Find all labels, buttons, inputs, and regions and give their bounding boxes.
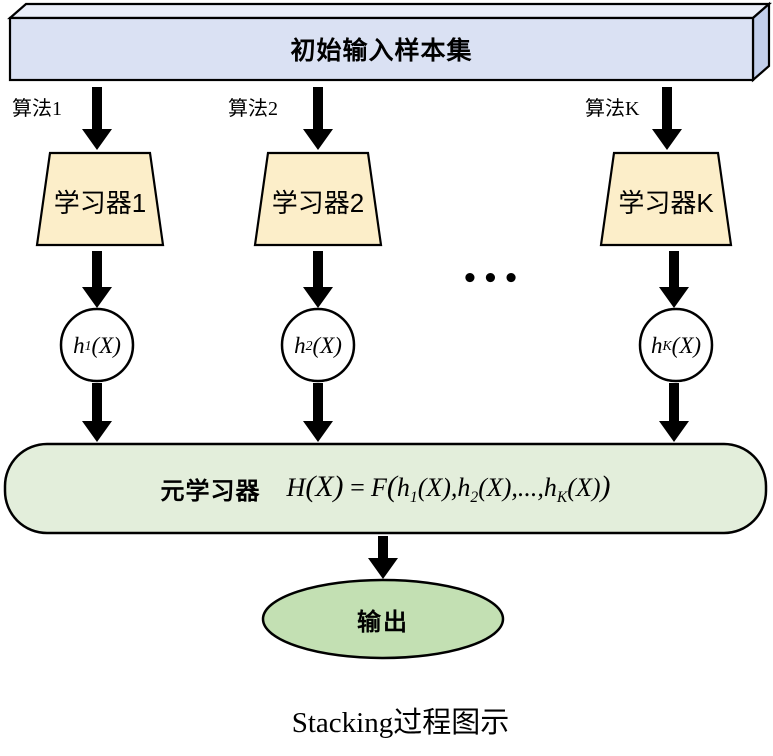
hypothesis-base: h [73,333,85,358]
formula-term-argument: (X), [478,472,518,502]
formula-lhs-argument: (X) [305,469,344,503]
input-box-top-face [7,2,772,20]
formula-term: hK(X) [543,472,601,506]
formula-term-base: h [457,472,471,502]
down-arrow-icon [659,251,689,308]
meta-learner-formula: H(X)=F(h1(X),h2(X),...,hK(X)) [287,470,611,507]
meta-learner-box [3,442,768,535]
down-arrow-icon [303,383,333,442]
input-box-front-face [8,16,755,82]
formula-term-argument: (X) [567,472,601,502]
formula-term-subscript: 2 [470,489,479,507]
ellipsis-dots: ••• [461,264,524,294]
hypothesis-subscript: 1 [84,338,92,353]
meta-learner-content: 元学习器 H(X)=F(h1(X),h2(X),...,hK(X)) [5,444,766,533]
formula-term: h1(X), [396,472,458,506]
formula-lhs: H [286,472,306,502]
learner-label-k: 学习器K [618,187,714,218]
down-arrow-icon [82,251,112,308]
output-ellipse [261,578,505,660]
learner-trapezoid-1 [35,151,165,247]
learner-trapezoid-2 [253,151,383,247]
down-arrow-icon [659,383,689,442]
down-arrow-icon [652,87,682,150]
formula-close-paren: ) [600,469,611,503]
hypothesis-circle-2 [280,307,356,383]
formula-open-paren: ( [386,469,397,503]
input-box-side-face [751,1,771,83]
formula-term-argument: (X), [417,472,458,502]
formula-term-subscript: 1 [409,489,418,507]
formula-term-subscript: K [556,489,568,507]
hypothesis-argument: (X) [671,333,702,358]
down-arrow-icon [303,87,333,150]
formula-function: F [371,472,387,502]
down-arrow-icon [368,536,398,579]
diagram-caption: Stacking过程图示 [291,707,510,739]
algorithm-label-2: 算法2 [228,98,278,120]
formula-term: h2(X), [457,472,518,506]
hypothesis-base: h [294,333,306,358]
algorithm-label-1: 算法1 [12,98,62,120]
formula-dots: ..., [517,472,544,502]
hypothesis-base: h [650,333,663,358]
learner-label-1: 学习器1 [53,187,147,218]
algorithm-label-k: 算法K [585,98,640,120]
output-label: 输出 [357,608,409,636]
hypothesis-subscript: 2 [305,338,313,353]
learner-trapezoid-k [599,151,733,247]
hypothesis-circle-k [638,307,714,383]
formula-equals: = [348,472,367,502]
hypothesis-argument: (X) [91,333,121,358]
down-arrow-icon [82,87,112,150]
meta-learner-label: 元学习器 [160,478,261,505]
formula-term-base: h [396,472,410,502]
hypothesis-argument: (X) [312,333,342,358]
formula-term-base: h [543,472,557,502]
hypothesis-subscript: K [662,338,672,353]
down-arrow-icon [82,383,112,442]
input-box-label: 初始输入样本集 [290,37,473,65]
learner-label-2: 学习器2 [271,187,365,218]
hypothesis-circle-1 [59,307,135,383]
down-arrow-icon [303,251,333,308]
